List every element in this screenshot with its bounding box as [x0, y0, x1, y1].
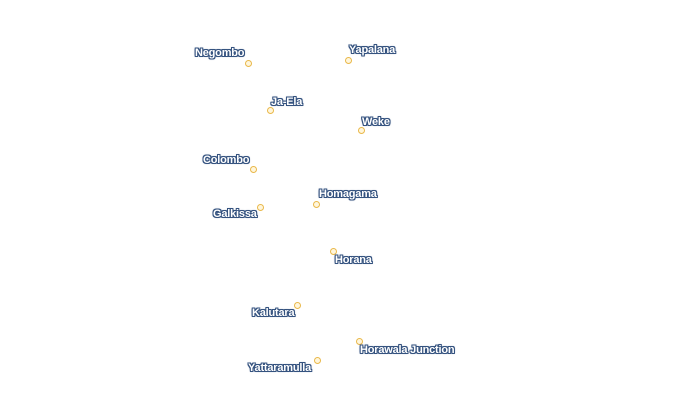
place-marker[interactable] — [358, 127, 365, 134]
place-marker[interactable] — [345, 57, 352, 64]
place-label: Galkissa — [213, 208, 257, 220]
place-label: Horawala Junction — [360, 344, 455, 356]
place-label: Homagama — [319, 188, 377, 200]
place-marker[interactable] — [267, 107, 274, 114]
place-marker[interactable] — [250, 166, 257, 173]
place-marker[interactable] — [294, 302, 301, 309]
place-label: Colombo — [203, 154, 250, 166]
place-marker[interactable] — [313, 201, 320, 208]
place-label: Weke — [362, 116, 390, 128]
place-label: Yapalana — [349, 44, 396, 56]
place-marker[interactable] — [330, 248, 337, 255]
place-label: Yattaramulla — [248, 362, 312, 374]
place-label: Ja-Ela — [271, 96, 303, 108]
place-marker[interactable] — [245, 60, 252, 67]
place-label: Negombo — [195, 47, 245, 59]
place-marker[interactable] — [356, 338, 363, 345]
place-marker[interactable] — [257, 204, 264, 211]
place-label: Horana — [335, 254, 372, 266]
place-marker[interactable] — [314, 357, 321, 364]
place-label: Kalutara — [252, 307, 295, 319]
